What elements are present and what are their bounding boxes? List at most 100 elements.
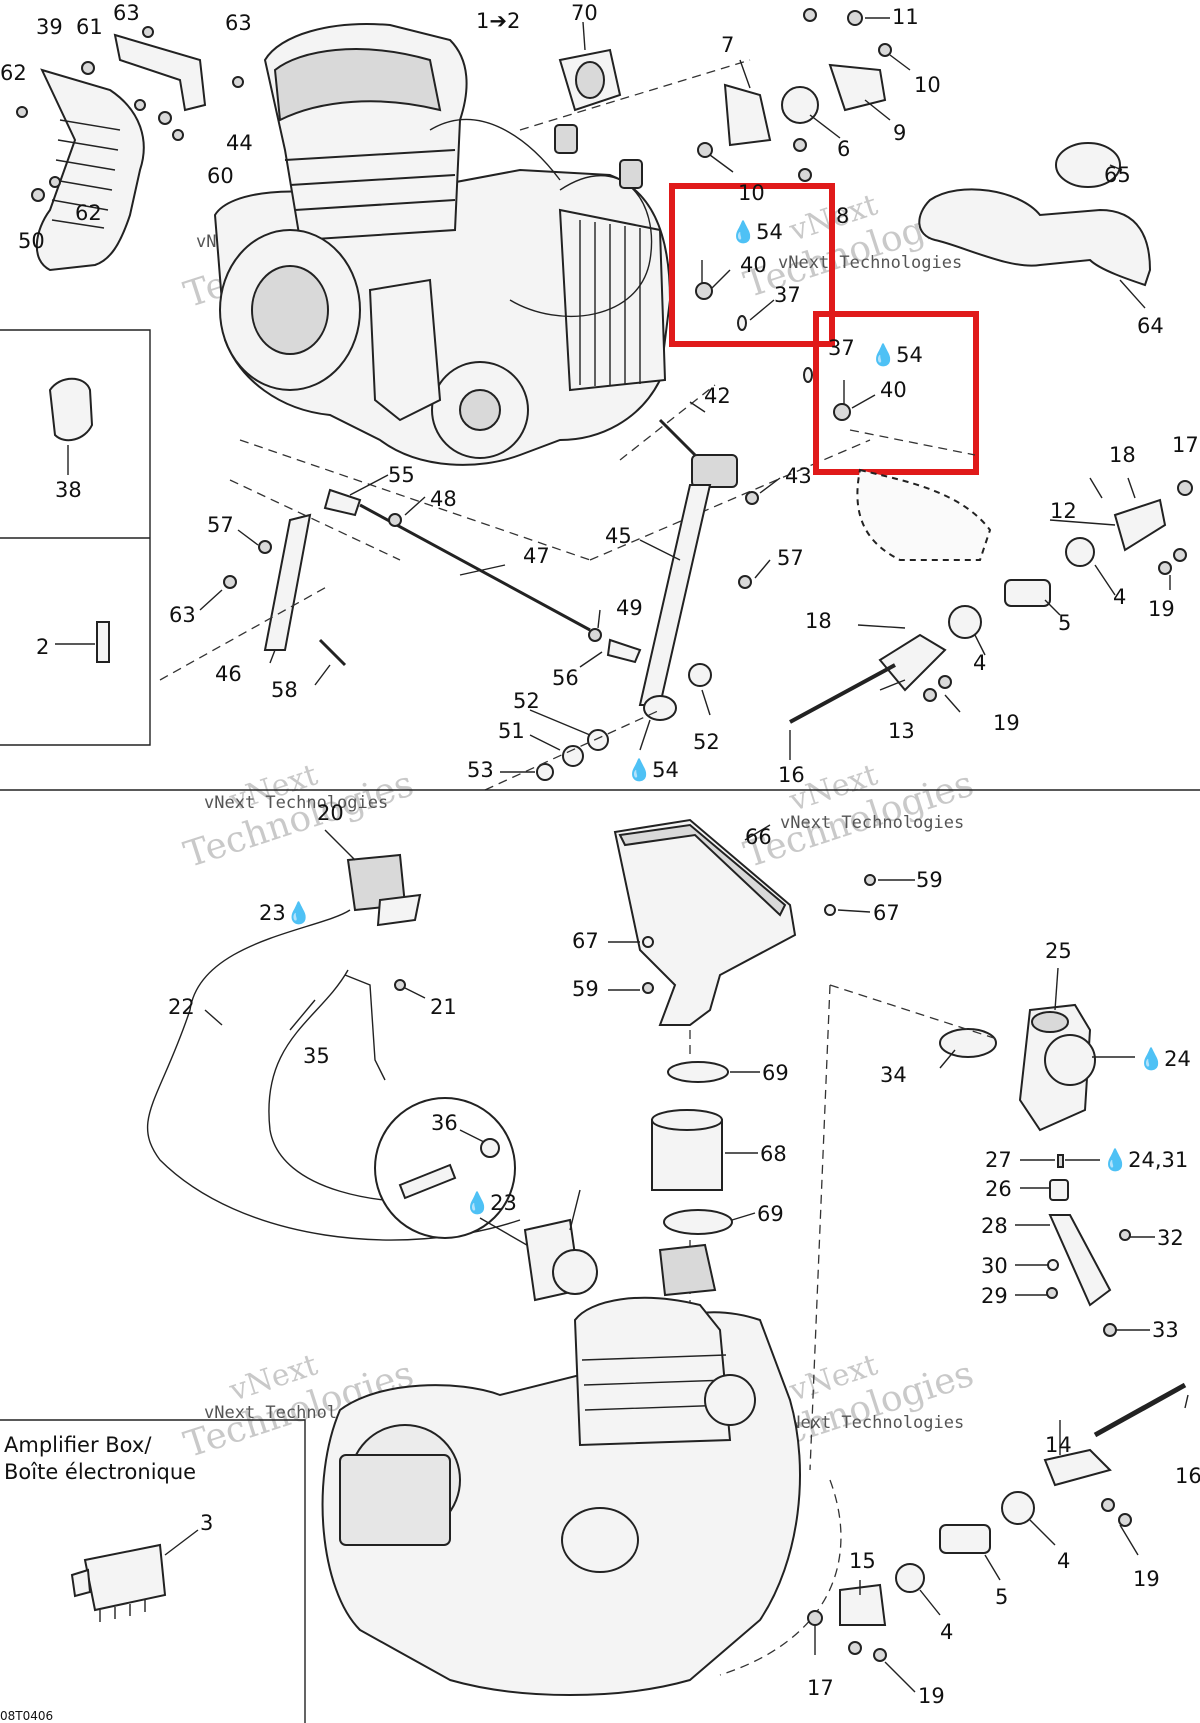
label-2: 2 <box>36 635 49 659</box>
nut-29 <box>1046 1287 1058 1299</box>
washer-30 <box>1047 1259 1059 1271</box>
bracket-13 <box>878 633 947 692</box>
label-42: 42 <box>704 384 731 408</box>
label-45: 45 <box>605 524 632 548</box>
label-63: 63 <box>169 603 196 627</box>
nut <box>803 8 817 22</box>
nut-19c2 <box>1118 1513 1132 1527</box>
label-24: 💧24 <box>1138 1046 1191 1071</box>
washer-52a <box>587 729 609 751</box>
oil-drop-icon: 💧 <box>626 757 652 782</box>
bolt-6 <box>793 138 807 152</box>
label-4: 4 <box>1113 585 1126 609</box>
bolt-16a <box>789 663 896 724</box>
label-10: 10 <box>738 181 765 205</box>
reference-dashed-lines <box>159 384 716 791</box>
oil-drop-icon: 💧 <box>286 900 312 925</box>
label-34: 34 <box>880 1063 907 1087</box>
heat-shield-body <box>35 68 145 272</box>
label-46: 46 <box>215 662 242 686</box>
oil-drop-icon: 💧 <box>730 219 756 244</box>
label-19: 19 <box>918 1684 945 1708</box>
label-37: 37 <box>828 336 855 360</box>
label-43: 43 <box>785 464 812 488</box>
label-68: 68 <box>760 1142 787 1166</box>
wire-35-branch <box>344 974 386 1081</box>
label-33: 33 <box>1152 1318 1179 1342</box>
heat-shield-39 <box>16 26 244 272</box>
label-52: 52 <box>693 730 720 754</box>
nut-63c <box>223 575 237 589</box>
label-8: 8 <box>836 204 849 228</box>
label-51: 51 <box>498 719 525 743</box>
amplifier-box-inset <box>0 1419 306 1723</box>
bolt <box>134 99 146 111</box>
nut-19c <box>1101 1498 1115 1512</box>
label-10: 10 <box>914 73 941 97</box>
watermark-caption: vNext Technologies <box>204 793 388 813</box>
carb-throat <box>552 1249 598 1295</box>
label-32: 32 <box>1157 1226 1184 1250</box>
label-69: 69 <box>762 1061 789 1085</box>
label-17: 17 <box>807 1676 834 1700</box>
label-27: 27 <box>985 1148 1012 1172</box>
intake-boot <box>368 278 442 422</box>
label-69: 69 <box>757 1202 784 1226</box>
nut-10 <box>878 43 892 57</box>
watermark-caption: vNext Technologies <box>780 1413 964 1433</box>
circlip-53 <box>536 763 554 781</box>
label-60: 60 <box>207 164 234 188</box>
intake-tube <box>651 984 831 1471</box>
label-35: 35 <box>303 1044 330 1068</box>
exhaust-pipe-body <box>918 188 1152 287</box>
label-4: 4 <box>940 1620 953 1644</box>
plug-40 <box>695 282 713 300</box>
label-62: 62 <box>0 61 27 85</box>
cylinder-bottom <box>573 1296 732 1447</box>
label-24-31: 💧24,31 <box>1102 1147 1188 1172</box>
watermark: vNext Technologies <box>739 758 978 877</box>
label-59: 59 <box>916 868 943 892</box>
bolt-50 <box>31 188 45 202</box>
label-20: 20 <box>317 801 344 825</box>
nut-19a2 <box>1173 548 1187 562</box>
nut-48 <box>388 513 402 527</box>
bolt-58 <box>318 638 347 667</box>
connector <box>554 124 578 154</box>
rubber-mount-4a <box>1065 537 1095 567</box>
label-62: 62 <box>75 201 102 225</box>
bolt-32 <box>1119 1229 1131 1241</box>
label-6: 6 <box>837 137 850 161</box>
label-23: 💧23 <box>464 1190 517 1215</box>
label-13: 13 <box>888 719 915 743</box>
label-29: 29 <box>981 1284 1008 1308</box>
wire-harness <box>429 118 561 181</box>
rod-eye <box>643 695 677 721</box>
label-14: 14 <box>1045 1433 1072 1457</box>
airbox-lid <box>618 823 787 917</box>
label-63: 63 <box>113 1 140 25</box>
bolt-63 <box>142 26 154 38</box>
bolt-62 <box>16 106 28 118</box>
exhaust-clamp <box>1055 142 1121 188</box>
label-3: 3 <box>200 1511 213 1535</box>
o-ring-36 <box>480 1138 500 1158</box>
label-44: 44 <box>226 131 253 155</box>
nut-19d <box>848 1641 862 1655</box>
highlighted-parts <box>695 260 976 456</box>
oil-drop-icon: 💧 <box>464 1190 490 1215</box>
magneto-housing <box>558 208 667 392</box>
oil-drop-icon: 💧 <box>1102 1147 1128 1172</box>
label-67: 67 <box>572 929 599 953</box>
nut-49 <box>588 628 602 642</box>
label-57: 57 <box>777 546 804 570</box>
label-21: 21 <box>430 995 457 1019</box>
label-36: 36 <box>431 1111 458 1135</box>
coil-bracket <box>376 893 422 927</box>
nut-19b2 <box>938 675 952 689</box>
rubber-mount-4c <box>1001 1491 1035 1525</box>
nut-17a <box>1177 480 1193 496</box>
cvt-plate <box>339 1454 451 1546</box>
label-54: 💧54 <box>730 219 783 244</box>
bolt-16b <box>1093 1382 1187 1438</box>
